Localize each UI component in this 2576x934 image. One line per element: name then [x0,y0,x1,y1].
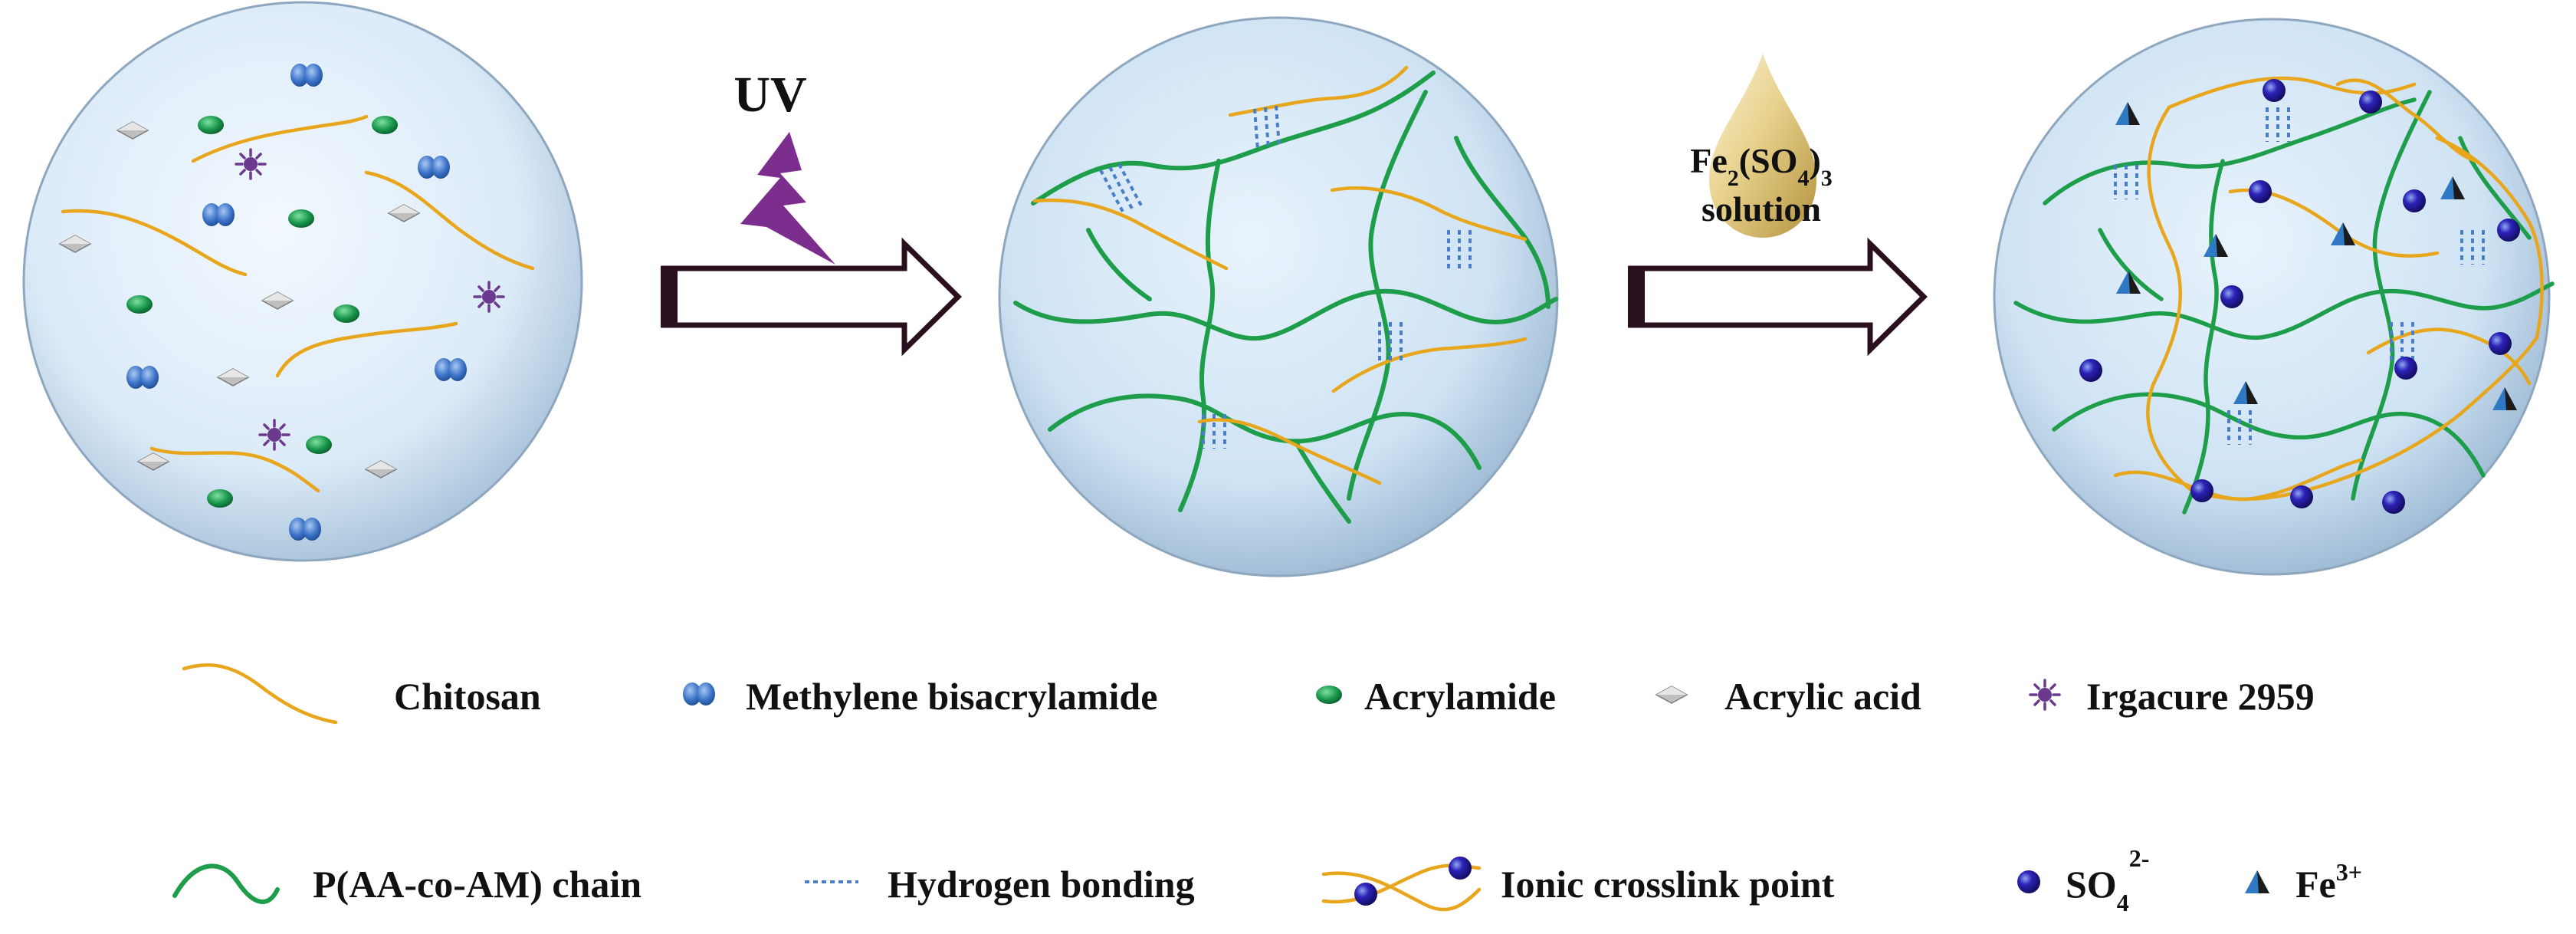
soaking-step: Fe2(SO4)3 solution [1628,54,1928,357]
ionic-crosslink-icon [1321,857,1482,912]
legend-label-ionic-crosslink: Ionic crosslink point [1501,863,1835,906]
reagent-formula: Fe2(SO4)3 [1690,141,1833,191]
legend-label-acrylamide: Acrylamide [1364,675,1556,718]
legend-row-1: Chitosan Methylene bisacrylamide Acrylam… [182,663,2315,725]
legend-row-2: P(AA-co-AM) chain Hydrogen bonding Ionic… [172,844,2362,916]
legend-label-methylene-bisacrylamide: Methylene bisacrylamide [746,675,1157,718]
legend-label-iron: Fe3+ [2295,858,2362,906]
iron-ion-icon [2245,870,2269,893]
acrylic-acid-icon [1656,686,1688,704]
chitosan-strand-icon [182,663,338,725]
hydrogen-bonds-crosslinked [2114,107,2485,445]
reagent-solution-label: solution [1701,189,1821,229]
paa-co-am-chains-crosslinked [2013,90,2555,515]
legend-label-chitosan: Chitosan [394,675,541,718]
chitosan-chains-crosslinked [2113,76,2544,502]
uv-label: UV [733,67,806,123]
reaction-arrow-1 [661,237,962,357]
legend-label-sulfate: SO42- [2066,844,2149,916]
photopolymerized-network-circle [998,16,1559,577]
hydrogen-bonds [1099,105,1472,449]
uv-step: UV [661,67,962,357]
acrylamide-icon [1316,686,1342,704]
paa-co-am-chain-icon [172,863,280,904]
legend-label-acrylic-acid: Acrylic acid [1724,675,1921,718]
legend-label-hydrogen-bonding: Hydrogen bonding [888,863,1195,906]
methylene-bisacrylamide-icon [683,682,715,705]
ionic-crosslinked-network-circle [1993,18,2555,576]
irgacure-icon [2029,679,2061,711]
sulfate-ion-icon [2017,870,2040,893]
legend-label-paa-co-am-chain: P(AA-co-AM) chain [313,863,642,906]
precursor-solution-circle [22,1,583,562]
legend-label-irgacure: Irgacure 2959 [2086,675,2315,718]
reaction-arrow-2 [1628,237,1928,357]
chitosan-strands [61,114,535,493]
paa-co-am-chains [1013,71,1558,524]
solution-drop-icon [1709,54,1816,238]
lightning-bolt-icon [740,132,835,265]
